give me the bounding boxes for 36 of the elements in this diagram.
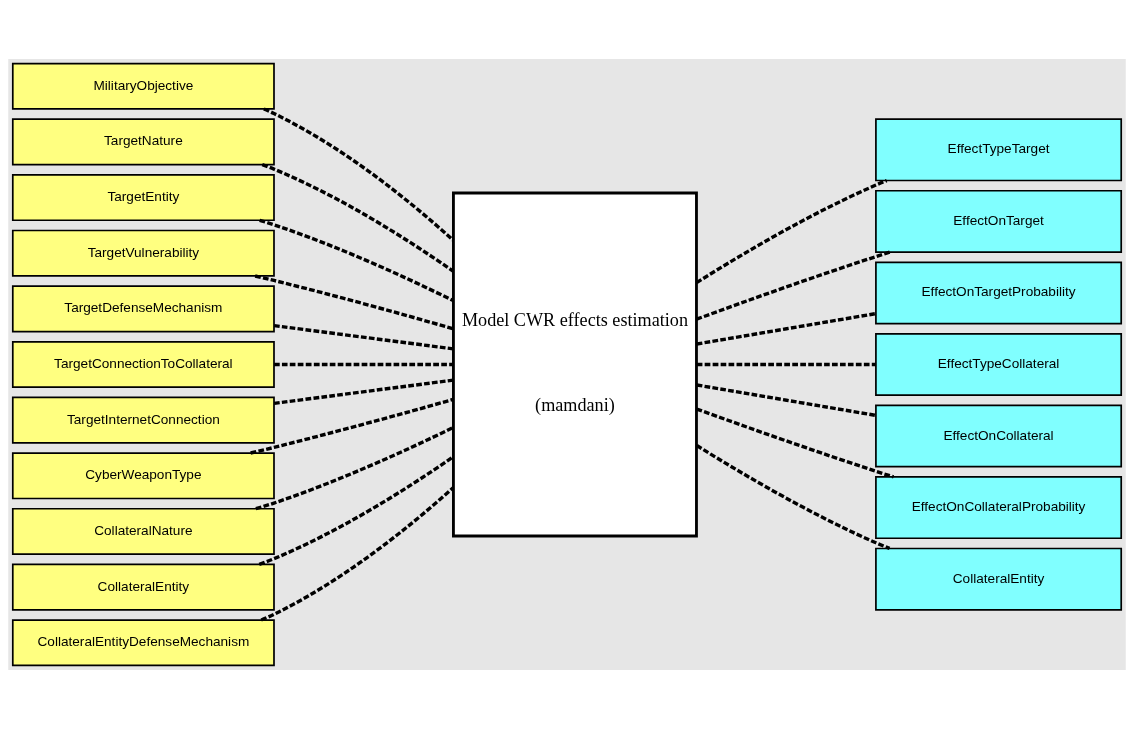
node-box: TargetNature: [11, 118, 275, 166]
connector: [263, 107, 455, 242]
connector: [274, 378, 454, 406]
connector: [261, 163, 455, 273]
connector: [259, 218, 454, 303]
connector: [260, 486, 455, 622]
node-box: EffectTypeCollateral: [875, 333, 1123, 396]
connector: [258, 455, 455, 566]
connector: [274, 362, 454, 367]
node-box: TargetDefenseMechanism: [11, 285, 275, 333]
connector: [695, 179, 888, 285]
node-box: EffectOnCollateralProbability: [875, 476, 1123, 540]
node-box: TargetEntity: [11, 174, 275, 222]
node-box: CollateralEntity: [11, 563, 275, 611]
node-box: EffectOnTarget: [875, 189, 1123, 253]
connector: [696, 362, 876, 367]
node-box: EffectOnCollateral: [875, 404, 1123, 468]
node-box: MilitaryObjective: [11, 62, 275, 110]
connector: [255, 425, 455, 511]
node-box: CollateralEntity: [875, 547, 1123, 611]
node-box: CollateralNature: [11, 507, 275, 555]
connector: [696, 250, 891, 321]
node-box: TargetInternetConnection: [11, 396, 275, 444]
node-box: TargetConnectionToCollateral: [11, 340, 275, 389]
connector: [696, 311, 876, 346]
connector: [695, 444, 891, 551]
node-box: Model CWR effects estimation (mamdani): [452, 191, 698, 538]
node-box: EffectOnTargetProbability: [875, 261, 1123, 325]
node-box: CyberWeaponType: [11, 452, 275, 500]
node-box: EffectTypeTarget: [875, 118, 1123, 182]
connector: [696, 407, 895, 479]
node-box: TargetVulnerability: [11, 229, 275, 277]
connector: [696, 383, 876, 418]
connector: [274, 323, 454, 351]
connector: [254, 274, 454, 331]
node-box: CollateralEntityDefenseMechanism: [11, 619, 275, 667]
